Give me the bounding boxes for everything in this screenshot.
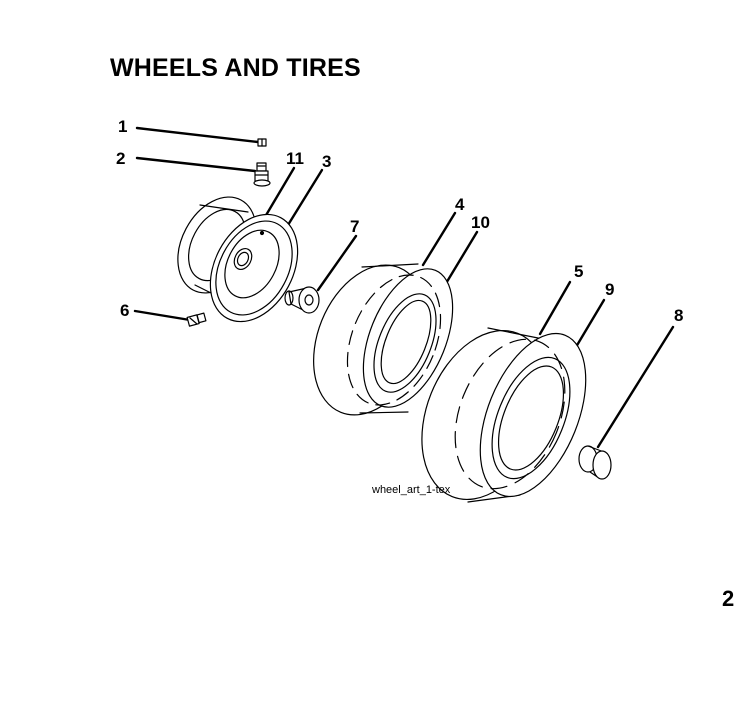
front-tire-part-4	[313, 263, 454, 416]
callout-6: 6	[120, 301, 129, 320]
wheel-rim-part-3	[177, 196, 299, 323]
callout-7: 7	[350, 217, 359, 236]
rear-tire-part-5	[421, 327, 587, 503]
valve-stem-part-2	[253, 162, 271, 187]
callout-5: 5	[574, 262, 583, 281]
hub-cap-part-8	[578, 445, 612, 480]
callout-3: 3	[322, 152, 331, 171]
callout-4: 4	[455, 195, 465, 214]
valve-cap-part-1	[257, 138, 267, 147]
grease-fitting-part-6	[186, 312, 207, 327]
callout-2: 2	[116, 149, 125, 168]
callout-1: 1	[118, 117, 127, 136]
callout-11: 11	[286, 149, 304, 168]
callout-10: 10	[471, 213, 490, 232]
leader-lines	[133, 126, 675, 449]
page-title: WHEELS AND TIRES	[110, 54, 361, 82]
callout-labels: 1 2 11 3 7 4 10 5 9 8 6 wheel_art_1-tex	[116, 117, 683, 496]
bushing-part-7	[284, 286, 320, 314]
callout-8: 8	[674, 306, 683, 325]
figure-caption: wheel_art_1-tex	[371, 484, 451, 496]
callout-9: 9	[605, 280, 614, 299]
page-number: 2	[722, 586, 735, 611]
